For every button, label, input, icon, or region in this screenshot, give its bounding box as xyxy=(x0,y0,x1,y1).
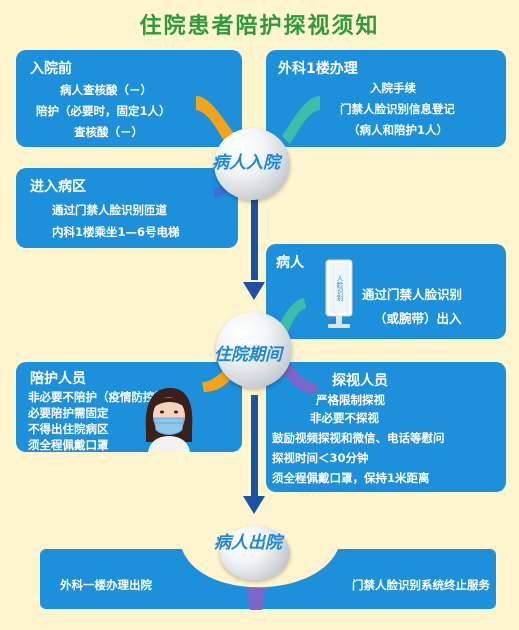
admission-before-line-2: 陪护（必要时，固定1人） xyxy=(36,104,171,118)
surgery-floor1-line-1: 入院手续 xyxy=(370,81,416,95)
patient-line-1: 通过门禁人脸识别 xyxy=(362,287,463,302)
surgery-floor1-line-3: （病人和陪护1人） xyxy=(348,123,449,137)
escort-line-2: 必要陪护需固定 xyxy=(28,406,109,420)
escort-line-4: 须全程佩戴口罩 xyxy=(28,438,109,452)
patient-line-2: （或腕带）出入 xyxy=(374,311,462,326)
surgery-floor1-box: 外科1楼办理 入院手续 门禁人脸识别信息登记 （病人和陪护1人） xyxy=(266,50,506,147)
stage-ball-stay xyxy=(216,312,292,388)
discharge-left: 外科一楼办理出院 xyxy=(60,578,152,592)
visitor-line-3: 鼓励视频探视和微信、电话等慰问 xyxy=(272,431,445,445)
enter-ward-line-2: 内科1楼乘坐1—6号电梯 xyxy=(52,225,180,239)
escort-line-1: 非必要不陪护（疫情防控期间） xyxy=(28,390,189,404)
stage-label-stay: 住院期间 xyxy=(214,345,282,365)
enter-ward-line-1: 通过门禁人脸识别匝道 xyxy=(52,203,167,217)
flow-arrow-shaft-1 xyxy=(251,150,258,280)
admission-before-box: 入院前 病人查核酸（－） 陪护（必要时，固定1人） 查核酸（－） xyxy=(16,50,242,147)
admission-before-heading: 入院前 xyxy=(30,61,72,77)
flow-arrow-head-2 xyxy=(243,496,265,514)
visitor-line-2: 非必要不探视 xyxy=(310,411,379,425)
visitor-line-4: 探视时间＜30分钟 xyxy=(272,451,369,465)
enter-ward-box: 进入病区 通过门禁人脸识别匝道 内科1楼乘坐1—6号电梯 xyxy=(16,168,238,248)
discharge-right: 门禁人脸识别系统终止服务 xyxy=(352,578,490,592)
face-recognition-kiosk-icon: 人脸识别 xyxy=(325,259,353,328)
patient-heading: 病人 xyxy=(276,255,304,271)
stage-label-admit: 病人入院 xyxy=(212,153,280,173)
visitor-box: 探视人员 严格限制探视 非必要不探视 鼓励视频探视和微信、电话等慰问 探视时间＜… xyxy=(266,362,506,492)
flow-arrow-shaft-2 xyxy=(251,395,258,498)
admission-before-line-3: 查核酸（－） xyxy=(74,125,143,139)
page-title: 住院患者陪护探视须知 xyxy=(139,14,380,39)
escort-box: 陪护人员 非必要不陪护（疫情防控期间） 必要陪护需固定 不得出住院病区 须全程佩… xyxy=(16,362,242,452)
escort-heading: 陪护人员 xyxy=(30,371,86,387)
enter-ward-heading: 进入病区 xyxy=(30,179,86,195)
escort-line-3: 不得出住院病区 xyxy=(28,422,109,436)
admission-before-line-1: 病人查核酸（－） xyxy=(60,83,152,97)
flow-arrow-head-1 xyxy=(243,282,265,300)
visitor-line-1: 严格限制探视 xyxy=(316,393,385,407)
visitor-heading: 探视人员 xyxy=(332,373,388,389)
stage-ball-discharge xyxy=(220,526,290,580)
patient-box: 病人 通过门禁人脸识别 （或腕带）出入 xyxy=(266,244,506,339)
kiosk-label: 人脸识别 xyxy=(335,275,343,303)
visitor-line-5: 须全程佩戴口罩，保持1米距离 xyxy=(272,471,430,485)
stage-ball-admit xyxy=(214,128,290,200)
surgery-floor1-heading: 外科1楼办理 xyxy=(278,61,358,77)
masked-woman-icon xyxy=(145,388,193,452)
stage-label-discharge: 病人出院 xyxy=(214,533,282,553)
surgery-floor1-line-2: 门禁人脸识别信息登记 xyxy=(340,102,455,116)
